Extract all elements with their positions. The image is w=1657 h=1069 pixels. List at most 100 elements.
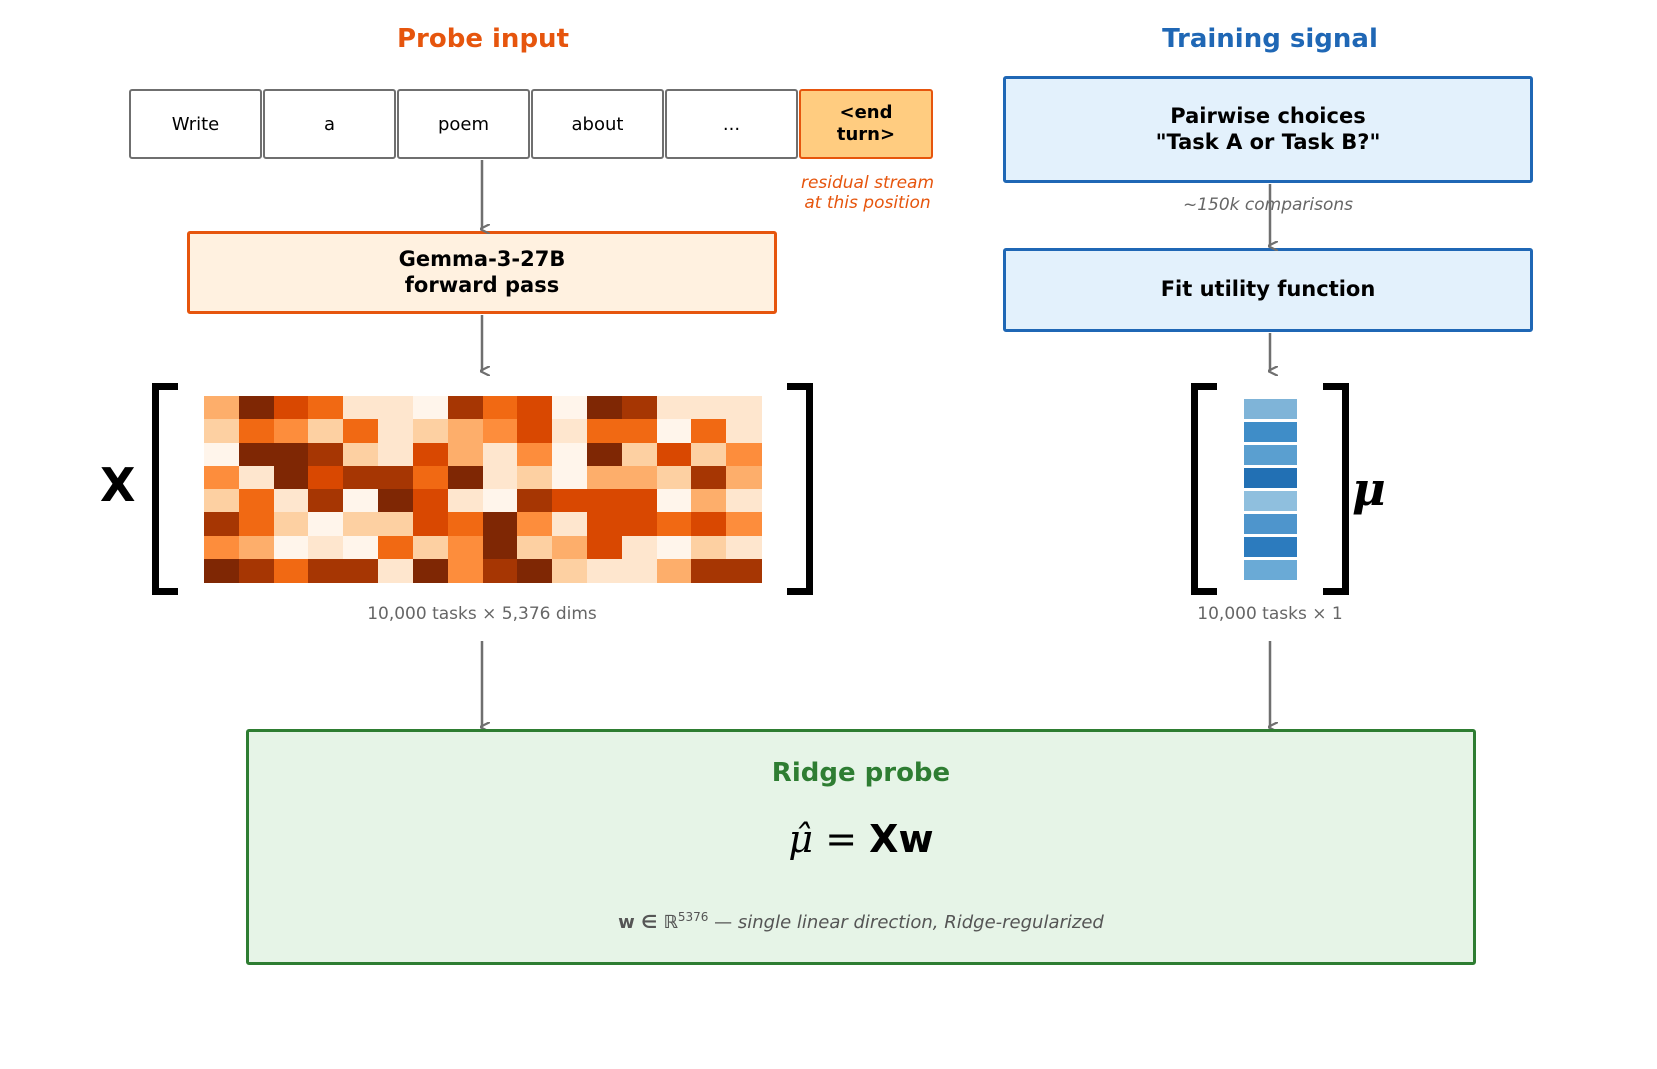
heatmap-cell [343,465,379,490]
heatmap-cell [412,465,449,490]
vector-mu-label: μ [1352,462,1386,516]
heatmap-cell [552,396,588,420]
token-a: a [263,89,396,159]
heatmap-cell [552,535,588,560]
heatmap-cell [238,558,275,583]
heatmap-cell [238,535,275,560]
vector-entry [1244,445,1297,465]
weight-space: w ∈ ℝ [618,912,678,933]
heatmap-cell [238,489,275,513]
heatmap-cell [378,512,414,536]
comparisons-note: ~150k comparisons [1182,195,1354,215]
heatmap-cell [726,442,762,467]
equation-rhs: Xw [869,817,934,861]
heatmap-cell [204,396,240,420]
heatmap-cell [204,419,240,443]
heatmap-cell [621,489,658,513]
heatmap-cell [726,465,762,490]
heatmap-cell [482,489,518,513]
note-text: single linear direction, Ridge-regulariz… [737,912,1104,933]
ridge-probe-box: Ridge probe μ̂ = Xw w ∈ ℝ5376 — single l… [246,729,1476,965]
vector-entry [1244,560,1297,580]
heatmap-cell [726,419,762,443]
token-about: about [531,89,664,159]
heatmap-cell [552,419,588,443]
heatmap-cell [412,396,449,420]
heatmap-cell [204,465,240,490]
heatmap-cell [273,558,309,583]
heatmap-cell [308,465,344,490]
heatmap-cell [586,465,623,490]
heatmap-cell [517,442,553,467]
heatmap-cell [586,419,623,443]
heatmap-cell [273,396,309,420]
heatmap-cell [204,442,240,467]
vector-entry [1244,514,1297,534]
weight-dim: 5376 [677,910,709,924]
heatmap-cell [273,489,309,513]
heatmap-cell [656,465,692,490]
heatmap-cell [517,558,553,583]
heatmap-cell [517,535,553,560]
heatmap-cell [482,419,518,443]
heatmap-cell [656,535,692,560]
heatmap-cell [621,396,658,420]
heatmap-cell [691,535,727,560]
utility-function-box: Fit utility function [1003,248,1533,332]
heatmap-cell [482,442,518,467]
equation-lhs: μ̂ [788,817,814,861]
heatmap-cell [482,465,518,490]
heatmap-cell [517,396,553,420]
heatmap-cell [204,512,240,536]
token-ellipsis: ... [665,89,798,159]
heatmap-cell [586,442,623,467]
heatmap-cell [656,558,692,583]
heatmap-cell [726,535,762,560]
heatmap-cell [691,465,727,490]
vector-right-bracket [1323,383,1349,595]
ridge-probe-title: Ridge probe [771,758,951,788]
heatmap-cell [552,558,588,583]
heatmap-cell [273,512,309,536]
heatmap-cell [412,535,449,560]
heatmap-cell [621,512,658,536]
heatmap-cell [343,419,379,443]
heatmap-cell [378,558,414,583]
heatmap-cell [308,489,344,513]
heatmap-cell [238,396,275,420]
heatmap-cell [308,396,344,420]
heatmap-cell [726,558,762,583]
heatmap-cell [621,419,658,443]
vector-caption: 10,000 tasks × 1 [1197,604,1343,624]
heatmap-cell [378,419,414,443]
heatmap-cell [378,489,414,513]
heatmap-cell [552,442,588,467]
heatmap-cell [726,489,762,513]
heatmap-cell [656,396,692,420]
vector-left-bracket [1191,383,1217,595]
heatmap-cell [412,512,449,536]
residual-stream-note: residual stream at this position [800,173,935,214]
heatmap-cell [378,442,414,467]
heatmap-cell [447,465,483,490]
heatmap-cell [656,512,692,536]
heatmap-cell [308,512,344,536]
heatmap-cell [308,535,344,560]
heatmap-cell [691,442,727,467]
heatmap-cell [343,535,379,560]
heatmap-cell [378,465,414,490]
vector-entry [1244,468,1297,488]
heatmap-cell [308,558,344,583]
heatmap-cell [691,419,727,443]
heatmap-cell [656,419,692,443]
probe-input-title: Probe input [396,24,569,54]
heatmap-cell [447,535,483,560]
heatmap-cell [238,512,275,536]
heatmap-cell [204,489,240,513]
heatmap-cell [691,396,727,420]
heatmap-cell [621,558,658,583]
heatmap-cell [238,465,275,490]
matrix-right-bracket [787,383,813,595]
token-write: Write [129,89,262,159]
matrix-left-bracket [152,383,178,595]
